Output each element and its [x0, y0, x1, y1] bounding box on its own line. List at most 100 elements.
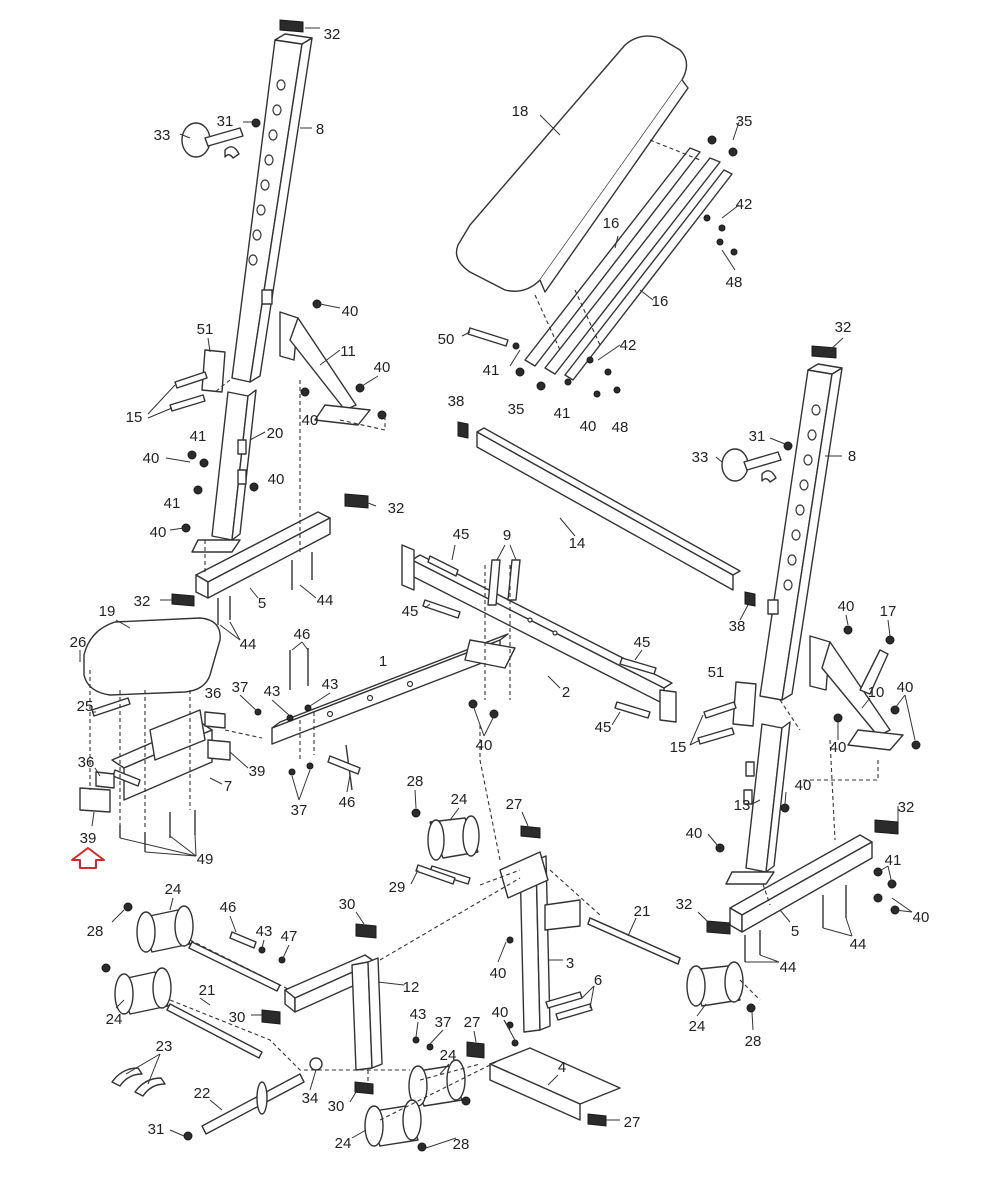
- callout-c40b: 40: [374, 359, 391, 376]
- callout-c37a: 37: [232, 679, 249, 696]
- callout-c44c: 44: [850, 936, 867, 953]
- callout-c40a: 40: [342, 303, 359, 320]
- callout-c46a: 46: [294, 626, 311, 643]
- roller-24-right: [686, 961, 756, 1013]
- callout-c32c: 32: [388, 500, 405, 517]
- seat-bracket-7: [79, 697, 231, 852]
- callout-c1: 1: [379, 653, 387, 670]
- callout-c32e: 32: [898, 799, 915, 816]
- callout-c24e: 24: [440, 1047, 457, 1064]
- gusset-10-right: [809, 625, 921, 751]
- callout-c40o: 40: [490, 965, 507, 982]
- tube-21-right: [587, 917, 681, 965]
- callout-c31a: 31: [217, 113, 234, 130]
- frame-1: [254, 559, 521, 791]
- callout-c39a: 39: [249, 763, 266, 780]
- callout-c29: 29: [389, 879, 406, 896]
- callout-c25: 25: [77, 698, 94, 715]
- callout-c2: 2: [562, 684, 570, 701]
- callout-c44b: 44: [240, 636, 257, 653]
- callout-c28a: 28: [407, 773, 424, 790]
- callout-c41d: 41: [164, 495, 181, 512]
- callout-c45c: 45: [634, 634, 651, 651]
- callout-c40n: 40: [913, 909, 930, 926]
- callout-c40j: 40: [476, 737, 493, 754]
- callout-c4: 4: [558, 1059, 566, 1076]
- callout-c43d: 43: [410, 1006, 427, 1023]
- callout-c20: 20: [267, 425, 284, 442]
- callout-c50: 50: [438, 331, 455, 348]
- callout-c27c: 27: [624, 1114, 641, 1131]
- seat-pad-19: [83, 617, 221, 696]
- callout-c41e: 41: [885, 852, 902, 869]
- callout-c40c: 40: [302, 412, 319, 429]
- callout-c40f: 40: [268, 471, 285, 488]
- callout-c18: 18: [512, 103, 529, 120]
- callout-c31b: 31: [749, 428, 766, 445]
- callout-c28b: 28: [87, 923, 104, 940]
- callout-c47: 47: [281, 928, 298, 945]
- tube-21-left: [166, 941, 281, 1059]
- callout-c32d: 32: [134, 593, 151, 610]
- roller-24-left-upper: [123, 902, 194, 953]
- bracket-51-left: [169, 349, 226, 412]
- callout-c33a: 33: [154, 127, 171, 144]
- orientation-arrow: [71, 847, 105, 869]
- cross-bar-14: [457, 421, 756, 607]
- callout-c5a: 5: [258, 595, 266, 612]
- callout-c12: 12: [403, 979, 420, 996]
- callout-c43c: 43: [256, 923, 273, 940]
- callout-c30c: 30: [328, 1098, 345, 1115]
- callout-c31c: 31: [148, 1121, 165, 1138]
- callout-c15b: 15: [670, 739, 687, 756]
- callout-c43b: 43: [322, 676, 339, 693]
- callout-c40g: 40: [150, 524, 167, 541]
- base-5-right: [706, 819, 900, 962]
- callout-c9: 9: [503, 527, 511, 544]
- callout-c16a: 16: [603, 215, 620, 232]
- callout-c40k: 40: [830, 739, 847, 756]
- callout-c51b: 51: [708, 664, 725, 681]
- callout-c8b: 8: [848, 448, 856, 465]
- callout-c41a: 41: [483, 362, 500, 379]
- callout-c3: 3: [566, 955, 574, 972]
- callout-c10: 10: [868, 684, 885, 701]
- callout-c34: 34: [302, 1090, 319, 1107]
- callout-c21a: 21: [634, 903, 651, 920]
- lower-upright-20-left: [181, 389, 259, 553]
- callout-c19: 19: [99, 603, 116, 620]
- callout-c40i: 40: [897, 679, 914, 696]
- callout-c48a: 48: [726, 274, 743, 291]
- callout-c44d: 44: [780, 959, 797, 976]
- callout-c14: 14: [569, 535, 586, 552]
- callout-c37b: 37: [291, 802, 308, 819]
- leg-base-4: [466, 1041, 621, 1127]
- callout-c32b: 32: [835, 319, 852, 336]
- backrest-pad-18: [455, 35, 689, 293]
- backrest-rails-16: [467, 135, 738, 398]
- callout-c46c: 46: [220, 899, 237, 916]
- callout-c11: 11: [340, 343, 356, 360]
- assembly-lines: [89, 139, 879, 1121]
- callout-c43a: 43: [264, 683, 281, 700]
- roller-24-bottom-right: [408, 1059, 471, 1107]
- callout-c22: 22: [194, 1085, 211, 1102]
- callout-c5b: 5: [791, 923, 799, 940]
- spotter-knob-33-right: [721, 441, 793, 483]
- callout-c45b: 45: [402, 603, 419, 620]
- callout-c24a: 24: [451, 791, 468, 808]
- spotter-knob-33-left: [181, 118, 261, 159]
- weight-post-22: [183, 1057, 323, 1141]
- callout-c40p: 40: [492, 1004, 509, 1021]
- callout-c45d: 45: [595, 719, 612, 736]
- callout-c40l: 40: [795, 777, 812, 794]
- callout-c36a: 36: [205, 685, 222, 702]
- callout-c38a: 38: [448, 393, 465, 410]
- callout-c39b: 39: [80, 830, 97, 847]
- callout-c30b: 30: [229, 1009, 246, 1026]
- base-5-left: [171, 493, 369, 625]
- callout-c33b: 33: [692, 449, 709, 466]
- roller-24-mid-top: [411, 808, 480, 885]
- callout-c42b: 42: [620, 337, 637, 354]
- callout-c42a: 42: [736, 196, 753, 213]
